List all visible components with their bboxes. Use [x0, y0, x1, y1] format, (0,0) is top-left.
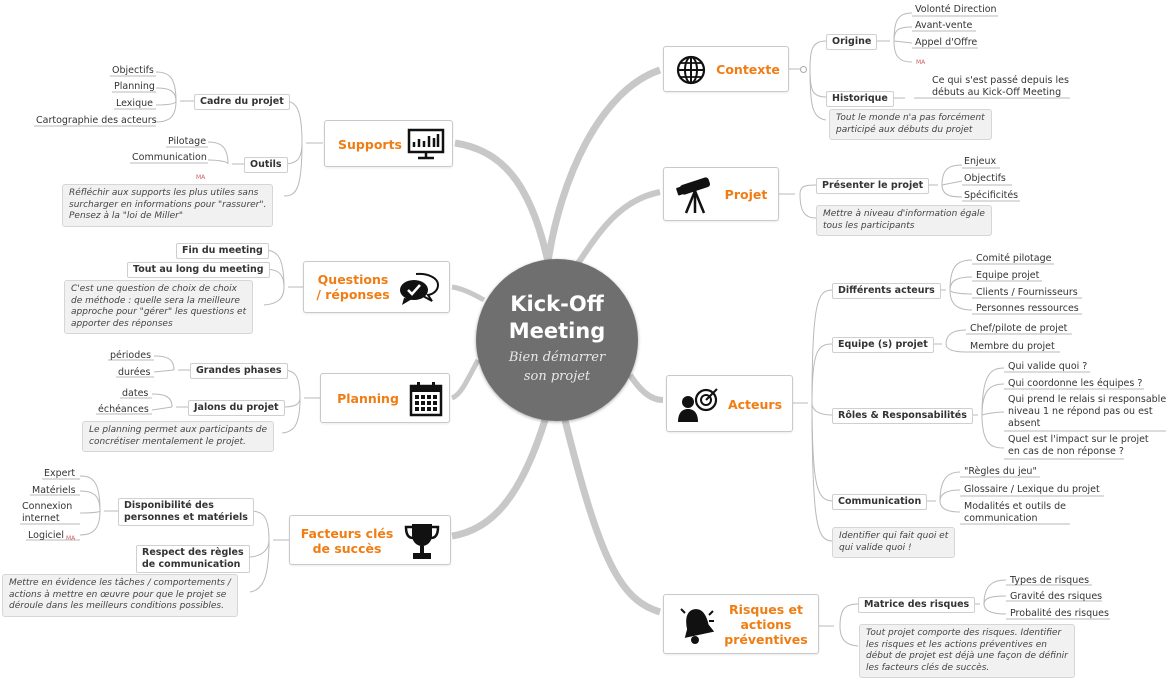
sub-gravite-risques[interactable]: Gravité des rsiques	[1010, 591, 1103, 602]
speech-bubbles-icon	[400, 272, 440, 305]
note-risques: Tout projet comporte des risques. Identi…	[859, 624, 1075, 678]
sub-logiciel[interactable]: Logiciel	[28, 530, 64, 541]
branch-projet-label: Projet	[724, 187, 768, 202]
sub-enjeux[interactable]: Enjeux	[964, 156, 997, 167]
topic-jalons-projet[interactable]: Jalons du projet	[188, 400, 285, 416]
person-target-icon	[678, 388, 718, 422]
sub-chef-pilote[interactable]: Chef/pilote de projet	[970, 323, 1068, 334]
sub-membre-projet[interactable]: Membre du projet	[970, 341, 1055, 352]
sub-qui-prend-relais[interactable]: Qui prend le relais si responsable nivea…	[1008, 394, 1167, 429]
author-badge: MA	[196, 174, 206, 181]
sub-objectifs[interactable]: Objectifs	[964, 173, 1006, 184]
note-facteurs: Mettre en évidence les tâches / comporte…	[2, 574, 238, 617]
sub-materiels[interactable]: Matériels	[32, 485, 76, 496]
sub-comite-pilotage[interactable]: Comité pilotage	[976, 253, 1052, 264]
topic-communication[interactable]: Communication	[832, 494, 928, 510]
branch-facteurs-label: Facteurs clés de succès	[300, 526, 394, 556]
telescope-icon	[676, 177, 711, 214]
sub-clients-fournisseurs[interactable]: Clients / Fournisseurs	[976, 287, 1078, 298]
branch-acteurs-label: Acteurs	[727, 397, 783, 412]
topic-respect-regles[interactable]: Respect des règles de communication	[136, 545, 250, 573]
sub-equipe-projet[interactable]: Equipe projet	[976, 270, 1040, 281]
sub-avant-vente[interactable]: Avant-vente	[915, 20, 973, 31]
branch-questions[interactable]: Questions / réponses	[303, 261, 450, 313]
sub-pilotage[interactable]: Pilotage	[168, 136, 207, 147]
central-topic[interactable]: Kick-Off Meeting Bien démarrer son proje…	[476, 259, 638, 421]
sub-personnes-ressources[interactable]: Personnes ressources	[976, 303, 1079, 314]
sub-cartographie-acteurs[interactable]: Cartographie des acteurs	[36, 115, 157, 126]
sub-periodes[interactable]: périodes	[110, 350, 152, 361]
sub-specificites[interactable]: Spécificités	[964, 190, 1019, 201]
sub-appel-offre[interactable]: Appel d'Offre	[915, 37, 978, 48]
sub-dates[interactable]: dates	[122, 388, 149, 399]
sub-regles-du-jeu[interactable]: "Règles du jeu"	[964, 466, 1037, 477]
note-planning: Le planning permet aux participants de c…	[82, 421, 275, 452]
topic-roles-responsabilites[interactable]: Rôles & Responsabilités	[832, 408, 973, 424]
topic-matrice-risques[interactable]: Matrice des risques	[858, 597, 976, 613]
branch-planning-label: Planning	[337, 391, 399, 406]
branch-acteurs[interactable]: Acteurs	[666, 375, 793, 432]
sub-durees[interactable]: durées	[118, 367, 151, 378]
topic-historique[interactable]: Historique	[826, 91, 894, 107]
sub-lexique[interactable]: Lexique	[116, 98, 153, 109]
globe-icon	[676, 55, 706, 85]
sub-probabilite-risques[interactable]: Probalité des risques	[1010, 608, 1109, 619]
note-projet: Mettre à niveau d'information égale tous…	[816, 205, 992, 236]
branch-risques[interactable]: Risques et actions préventives	[663, 594, 819, 654]
note-supports: Réfléchir aux supports les plus utiles s…	[62, 184, 274, 227]
collapse-toggle[interactable]	[800, 66, 807, 73]
sub-connexion-internet[interactable]: Connexion internet	[22, 501, 73, 524]
sub-qui-valide[interactable]: Qui valide quoi ?	[1008, 361, 1088, 372]
topic-fin-meeting[interactable]: Fin du meeting	[176, 243, 269, 259]
topic-presenter-projet[interactable]: Présenter le projet	[816, 178, 930, 194]
central-topic-subtitle: Bien démarrer son projet	[508, 350, 606, 384]
note-acteurs: Identifier qui fait quoi et qui valide q…	[832, 527, 956, 558]
central-topic-title: Kick-Off Meeting	[508, 292, 606, 343]
trophy-icon	[404, 524, 440, 559]
branch-planning[interactable]: Planning	[320, 373, 450, 423]
branch-facteurs[interactable]: Facteurs clés de succès	[289, 515, 451, 565]
branch-risques-label: Risques et actions préventives	[724, 602, 808, 647]
sub-qui-coordonne[interactable]: Qui coordonne les équipes ?	[1008, 378, 1143, 389]
presentation-screen-icon	[407, 128, 445, 160]
topic-outils[interactable]: Outils	[244, 157, 288, 173]
branch-questions-label: Questions / réponses	[316, 272, 390, 302]
sub-expert[interactable]: Expert	[44, 468, 76, 479]
sub-planning-supports[interactable]: Planning	[114, 81, 155, 92]
branch-contexte-label: Contexte	[716, 62, 780, 77]
branch-supports-label: Supports	[338, 137, 402, 152]
calendar-icon	[409, 382, 443, 417]
topic-tout-au-long[interactable]: Tout au long du meeting	[127, 262, 270, 278]
note-contexte: Tout le monde n'a pas forcément particip…	[829, 109, 992, 140]
topic-grandes-phases[interactable]: Grandes phases	[190, 363, 288, 379]
topic-origine[interactable]: Origine	[826, 34, 878, 50]
topic-equipe-projet[interactable]: Equipe (s) projet	[832, 337, 934, 353]
sub-objectifs-supports[interactable]: Objectifs	[112, 65, 154, 76]
sub-modalites-outils[interactable]: Modalités et outils de communication	[964, 501, 1066, 524]
branch-contexte[interactable]: Contexte	[663, 46, 789, 92]
author-badge: MA	[66, 535, 76, 542]
alarm-bell-icon	[680, 608, 715, 644]
sub-glossaire[interactable]: Glossaire / Lexique du projet	[964, 484, 1100, 495]
topic-cadre-projet[interactable]: Cadre du projet	[194, 94, 290, 110]
sub-volonte-direction[interactable]: Volonté Direction	[915, 4, 997, 15]
sub-communication-outils[interactable]: Communication	[132, 152, 207, 163]
sub-impact-non-reponse[interactable]: Quel est l'impact sur le projet en cas d…	[1008, 434, 1149, 457]
sub-types-risques[interactable]: Types de risques	[1010, 575, 1090, 586]
branch-supports[interactable]: Supports	[324, 120, 453, 167]
sub-echeances[interactable]: échéances	[98, 404, 149, 415]
author-badge: MA	[916, 59, 926, 66]
sub-historique-detail[interactable]: Ce qui s'est passé depuis les débuts au …	[932, 75, 1069, 98]
branch-projet[interactable]: Projet	[663, 167, 779, 221]
topic-differents-acteurs[interactable]: Différents acteurs	[832, 283, 941, 299]
topic-disponibilite[interactable]: Disponibilité des personnes et matériels	[118, 498, 254, 526]
note-questions: C'est une question de choix de choix de …	[64, 280, 254, 334]
